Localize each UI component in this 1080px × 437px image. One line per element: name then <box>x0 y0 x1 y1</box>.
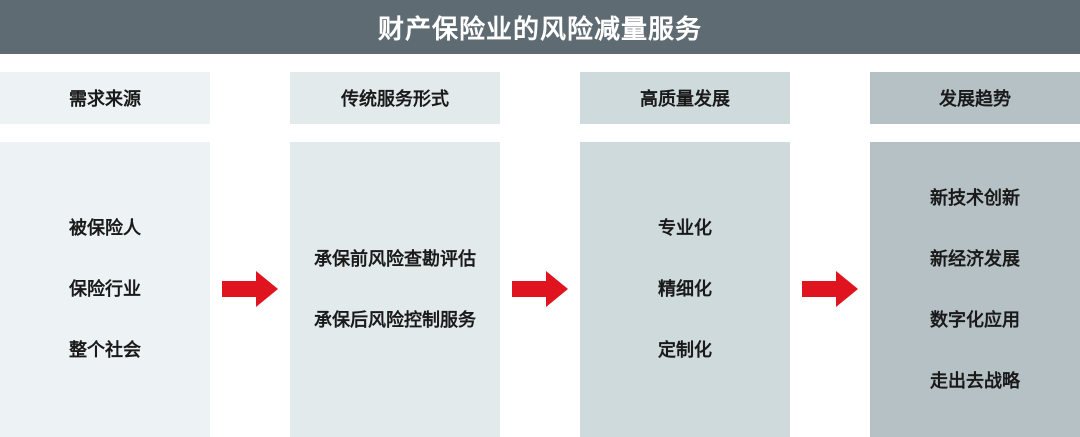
column-header: 需求来源 <box>0 72 210 124</box>
title-bar: 财产保险业的风险减量服务 <box>0 0 1080 54</box>
list-item: 定制化 <box>658 340 712 361</box>
column-trends: 发展趋势 新技术创新 新经济发展 数字化应用 走出去战略 <box>870 72 1080 437</box>
list-item: 走出去战略 <box>930 370 1020 392</box>
list-item: 精细化 <box>658 279 712 300</box>
right-arrow-icon <box>222 271 278 307</box>
right-arrow-icon <box>512 271 568 307</box>
list-item: 被保险人 <box>69 218 141 239</box>
column-body: 承保前风险查勘评估 承保后风险控制服务 <box>290 142 500 437</box>
column-demand-source: 需求来源 被保险人 保险行业 整个社会 <box>0 72 210 437</box>
list-item: 专业化 <box>658 218 712 239</box>
list-item: 新经济发展 <box>930 248 1020 270</box>
list-item: 承保后风险控制服务 <box>314 309 476 331</box>
list-item: 新技术创新 <box>930 187 1020 209</box>
list-item: 承保前风险查勘评估 <box>314 248 476 270</box>
column-high-quality: 高质量发展 专业化 精细化 定制化 <box>580 72 790 437</box>
column-header: 发展趋势 <box>870 72 1080 124</box>
list-item: 保险行业 <box>69 279 141 300</box>
column-body: 专业化 精细化 定制化 <box>580 142 790 437</box>
column-header: 传统服务形式 <box>290 72 500 124</box>
column-header: 高质量发展 <box>580 72 790 124</box>
column-traditional-service: 传统服务形式 承保前风险查勘评估 承保后风险控制服务 <box>290 72 500 437</box>
column-body: 被保险人 保险行业 整个社会 <box>0 142 210 437</box>
list-item: 整个社会 <box>69 340 141 361</box>
page-title: 财产保险业的风险减量服务 <box>377 14 702 45</box>
column-body: 新技术创新 新经济发展 数字化应用 走出去战略 <box>870 142 1080 437</box>
list-item: 数字化应用 <box>930 309 1020 331</box>
right-arrow-icon <box>802 271 858 307</box>
